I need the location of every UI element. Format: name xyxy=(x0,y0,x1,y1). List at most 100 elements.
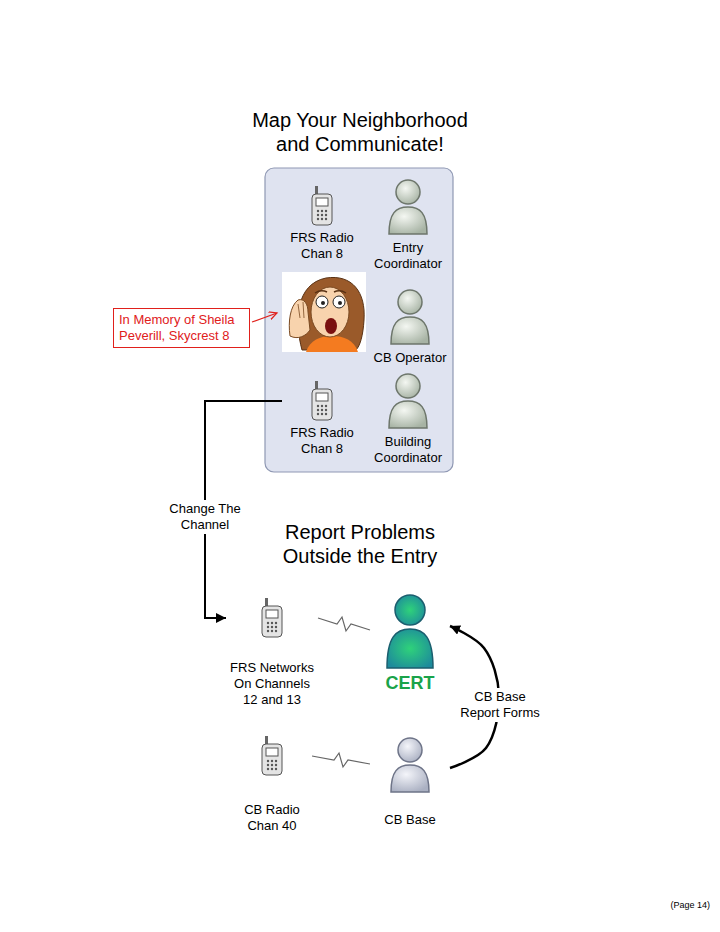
radio-link xyxy=(318,617,370,631)
key xyxy=(275,760,277,762)
radio-icon xyxy=(260,598,284,638)
key xyxy=(325,413,327,415)
person-head xyxy=(398,738,422,762)
key xyxy=(325,405,327,407)
team-name: CERT xyxy=(370,672,450,694)
memorial-box: In Memory of Sheila Peverill, Skycrest 8 xyxy=(113,308,250,348)
person-icon xyxy=(384,370,432,430)
key xyxy=(321,405,323,407)
radio-body xyxy=(262,744,282,775)
radio-label: FRS Radio Chan 8 xyxy=(282,381,362,457)
key xyxy=(321,210,323,212)
radio-link xyxy=(312,753,370,767)
pupil xyxy=(321,301,325,305)
key xyxy=(321,409,323,411)
key xyxy=(321,218,323,220)
fingers xyxy=(298,302,304,318)
raised-hand xyxy=(289,300,310,338)
section-heading: Report Problems Outside the Entry xyxy=(255,520,465,568)
person-head xyxy=(395,595,425,625)
node-label: Building Coordinator xyxy=(366,434,450,466)
person-head xyxy=(398,290,422,314)
node-label: CB Radio Chan 40 xyxy=(232,802,312,834)
radio-body xyxy=(312,194,332,225)
picture-ground xyxy=(282,272,366,352)
key xyxy=(275,630,277,632)
role-figure: Building Coordinator xyxy=(366,370,450,466)
open-mouth xyxy=(325,318,337,334)
node-label: FRS Networks On Channels 12 and 13 xyxy=(226,660,318,708)
key xyxy=(275,626,277,628)
node-label: FRS Radio Chan 8 xyxy=(282,425,362,457)
key xyxy=(275,764,277,766)
radio-icon xyxy=(310,186,334,226)
connector-label: Change The Channel xyxy=(163,500,247,534)
key xyxy=(271,768,273,770)
connector-label: CB Base Report Forms xyxy=(456,688,544,722)
key xyxy=(317,218,319,220)
key xyxy=(267,630,269,632)
person-icon xyxy=(382,590,438,670)
key xyxy=(317,409,319,411)
radio-icon xyxy=(260,736,284,776)
radio-body xyxy=(312,389,332,420)
radio-screen xyxy=(266,748,278,756)
role-figure: CB Base xyxy=(370,734,450,828)
key xyxy=(271,622,273,624)
key xyxy=(321,214,323,216)
memorial-leader xyxy=(252,313,277,322)
key xyxy=(271,760,273,762)
key xyxy=(275,622,277,624)
key xyxy=(267,622,269,624)
eye xyxy=(333,296,345,308)
key xyxy=(267,764,269,766)
node-label: CB Operator xyxy=(370,350,450,366)
radio-screen xyxy=(316,393,328,401)
key xyxy=(325,218,327,220)
key xyxy=(267,768,269,770)
diagram-title: Map Your Neighborhood and Communicate! xyxy=(235,108,485,156)
memorial-note: In Memory of Sheila Peverill, Skycrest 8 xyxy=(119,312,244,344)
person-body xyxy=(389,207,427,234)
shirt xyxy=(306,336,358,352)
shouting-woman-picture xyxy=(282,272,366,352)
key xyxy=(317,413,319,415)
key xyxy=(271,626,273,628)
key xyxy=(321,413,323,415)
node-label: CB Base xyxy=(370,812,450,828)
cert-figure: CERT xyxy=(370,590,450,694)
node-label: FRS Radio Chan 8 xyxy=(282,230,362,262)
key xyxy=(317,405,319,407)
person-icon xyxy=(384,176,432,236)
radio-label: CB Radio Chan 40 xyxy=(232,736,312,834)
keypad xyxy=(317,210,327,220)
keypad xyxy=(267,622,277,632)
person-body xyxy=(387,629,433,668)
key xyxy=(271,630,273,632)
radio-body xyxy=(262,606,282,637)
radio-label: FRS Networks On Channels 12 and 13 xyxy=(226,598,318,708)
page-number: (Page 14) xyxy=(630,900,710,911)
eyebrows xyxy=(315,291,346,293)
radio-screen xyxy=(266,610,278,618)
role-figure: Entry Coordinator xyxy=(366,176,450,272)
group-panel xyxy=(265,168,453,472)
key xyxy=(267,626,269,628)
key xyxy=(267,760,269,762)
radio-screen xyxy=(316,198,328,206)
radio-label: FRS Radio Chan 8 xyxy=(282,186,362,262)
person-body xyxy=(391,765,429,792)
key xyxy=(275,768,277,770)
radio-icon xyxy=(310,381,334,421)
keypad xyxy=(267,760,277,770)
face xyxy=(311,287,349,337)
key xyxy=(325,214,327,216)
key xyxy=(325,210,327,212)
eye xyxy=(316,296,328,308)
key xyxy=(325,409,327,411)
role-figure: CB Operator xyxy=(370,286,450,366)
person-body xyxy=(389,401,427,428)
keypad xyxy=(317,405,327,415)
person-icon xyxy=(386,286,434,346)
key xyxy=(271,764,273,766)
